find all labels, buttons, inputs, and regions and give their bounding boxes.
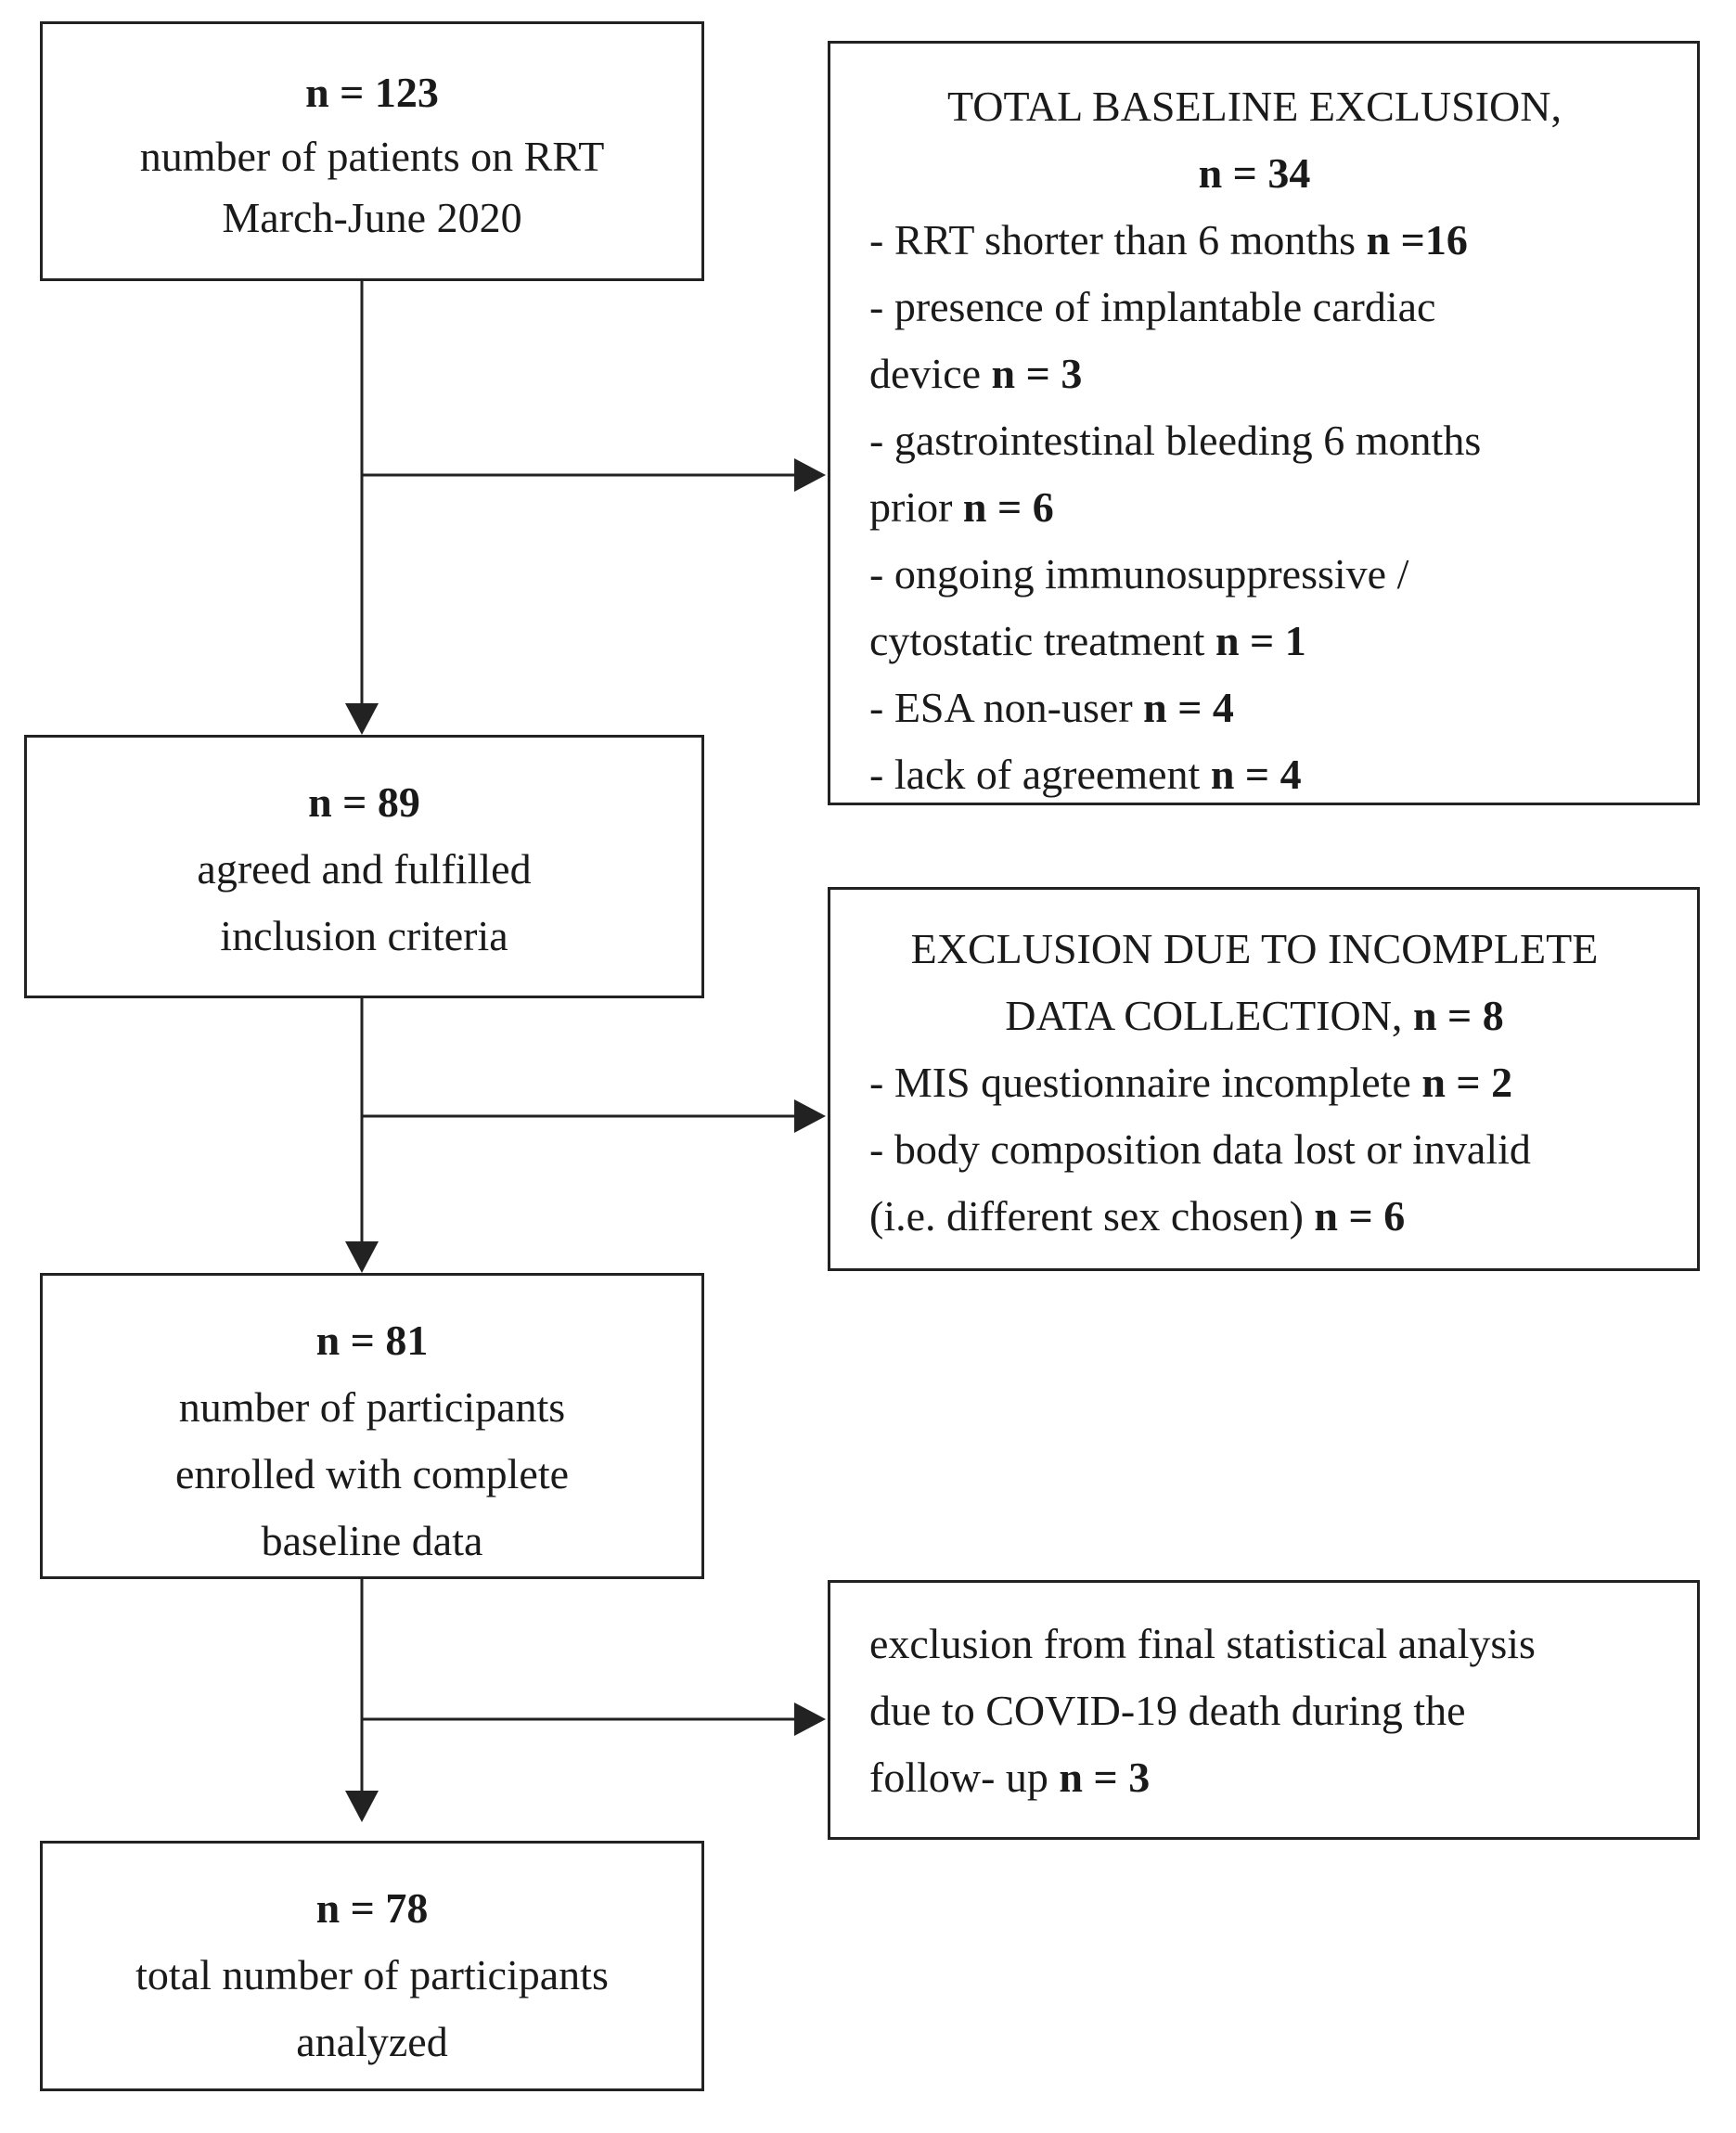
exclusion-item: follow- up n = 3 — [869, 1754, 1151, 1801]
box-enrolled-participants: n = 81 number of participants enrolled w… — [40, 1273, 704, 1579]
exclusion-item: prior n = 6 — [869, 483, 1054, 531]
box-count: n = 78 — [315, 1884, 429, 1932]
arrowhead-right-1 — [794, 458, 826, 492]
exclusion-item: due to COVID-19 death during the — [869, 1687, 1466, 1734]
exclusion-title: EXCLUSION DUE TO INCOMPLETE — [910, 925, 1599, 972]
exclusion-total: n = 34 — [1198, 149, 1311, 197]
arrowhead-down-1 — [345, 703, 379, 735]
exclusion-item: - ongoing immunosuppressive / — [869, 550, 1409, 597]
exclusion-item: - gastrointestinal bleeding 6 months — [869, 417, 1482, 464]
exclusion-total: n = 8 — [1412, 992, 1504, 1039]
exclusion-item: - MIS questionnaire incomplete n = 2 — [869, 1059, 1513, 1106]
box-text: enrolled with complete — [174, 1450, 570, 1497]
box-analyzed-participants: n = 78 total number of participants anal… — [40, 1841, 704, 2091]
box-text: inclusion criteria — [220, 912, 508, 959]
exclusion-item: exclusion from final statistical analysi… — [869, 1620, 1536, 1667]
box-text: March-June 2020 — [222, 194, 522, 241]
box-text: number of patients on RRT — [139, 133, 605, 180]
exclusion-item: - ESA non-user n = 4 — [869, 684, 1234, 731]
arrowhead-right-2 — [794, 1099, 826, 1133]
box-text: agreed and fulfilled — [197, 845, 532, 893]
exclusion-title: DATA COLLECTION, n = 8 — [1005, 992, 1504, 1039]
exclusion-item: cytostatic treatment n = 1 — [869, 617, 1306, 664]
box-inclusion-criteria: n = 89 agreed and fulfilled inclusion cr… — [24, 735, 704, 998]
box-baseline-exclusion: TOTAL BASELINE EXCLUSION, n = 34 - RRT s… — [828, 41, 1700, 805]
box-text: total number of participants — [135, 1951, 609, 1998]
box-incomplete-data-exclusion: EXCLUSION DUE TO INCOMPLETE DATA COLLECT… — [828, 887, 1700, 1271]
arrowhead-right-3 — [794, 1703, 826, 1736]
exclusion-title: TOTAL BASELINE EXCLUSION, — [947, 83, 1562, 130]
arrowhead-down-3 — [345, 1791, 379, 1822]
box-covid-exclusion: exclusion from final statistical analysi… — [828, 1580, 1700, 1840]
exclusion-item: - presence of implantable cardiac — [869, 283, 1436, 330]
exclusion-item: - RRT shorter than 6 months n =16 — [869, 216, 1468, 263]
box-text: analyzed — [296, 2018, 448, 2065]
box-patients-on-rrt: n = 123 number of patients on RRT March-… — [40, 21, 704, 281]
arrowhead-down-2 — [345, 1241, 379, 1273]
exclusion-item: (i.e. different sex chosen) n = 6 — [869, 1192, 1406, 1240]
box-text: number of participants — [178, 1383, 566, 1431]
box-count: n = 123 — [305, 69, 439, 116]
exclusion-item: - lack of agreement n = 4 — [869, 751, 1302, 798]
box-count: n = 81 — [315, 1317, 429, 1364]
box-count: n = 89 — [308, 778, 420, 826]
box-text: baseline data — [261, 1517, 483, 1564]
exclusion-item: device n = 3 — [869, 350, 1083, 397]
exclusion-item: - body composition data lost or invalid — [869, 1125, 1531, 1173]
